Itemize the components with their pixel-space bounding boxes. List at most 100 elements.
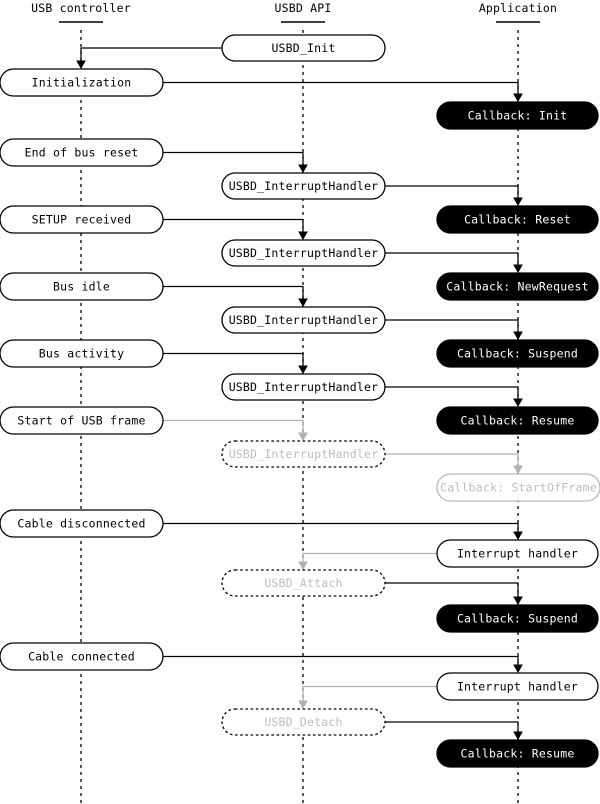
node-setup-received[interactable]: SETUP received: [0, 205, 164, 234]
node-box-cb-resume-1[interactable]: [436, 406, 599, 435]
node-label-cb-suspend-2: Callback: Suspend: [457, 612, 578, 626]
connection-path-c-sof-to-irq5: [163, 419, 304, 440]
node-box-start-usb-frame[interactable]: [0, 406, 164, 435]
node-label-cable-disconnected: Cable disconnected: [17, 517, 145, 531]
node-cb-reset[interactable]: Callback: Reset: [436, 205, 599, 234]
node-usbd-attach[interactable]: USBD_Attach: [221, 569, 386, 597]
connection-c-sof-to-irq5: [163, 419, 308, 442]
arrowhead-c-irq4-to-cbresume-tip: [513, 398, 523, 408]
node-irq-2[interactable]: USBD_InterruptHandler: [221, 239, 386, 267]
connection-path-c-irq2-to-cbnewrequest: [385, 252, 519, 272]
node-label-start-usb-frame: Start of USB frame: [17, 414, 145, 428]
node-usbd-init[interactable]: USBD_Init: [221, 34, 386, 62]
node-box-usbd-init[interactable]: [221, 34, 386, 62]
node-box-int-handler-1[interactable]: [436, 539, 599, 568]
node-box-irq-3[interactable]: [221, 306, 386, 334]
node-box-int-handler-2[interactable]: [436, 672, 599, 701]
arrowhead-c-connected-to-inth2: [513, 664, 523, 674]
arrowhead-c-irq3-to-cbsuspend-tip: [513, 331, 523, 341]
arrowhead-c-irq1-to-cbreset: [513, 197, 523, 207]
node-box-cable-disconnected[interactable]: [0, 509, 164, 538]
arrowhead-c-inth1-to-attach: [298, 561, 308, 571]
node-cb-init[interactable]: Callback: Init: [436, 101, 599, 130]
node-label-setup-received: SETUP received: [32, 213, 132, 227]
arrowhead-c-inth2-to-detach-tip: [298, 700, 308, 710]
arrowhead-c-connected-to-inth2-tip: [513, 664, 523, 674]
node-box-cb-suspend-2[interactable]: [436, 604, 599, 633]
connection-c-detach-to-cbresume2: [385, 721, 523, 741]
connection-path-c-busidle-to-irq3: [163, 285, 304, 306]
connection-c-irq1-to-cbreset: [385, 185, 523, 207]
node-bus-idle[interactable]: Bus idle: [0, 272, 164, 301]
node-usbd-detach[interactable]: USBD_Detach: [221, 708, 386, 736]
arrowhead-c-busidle-to-irq3: [298, 298, 308, 308]
node-box-irq-5[interactable]: [221, 440, 386, 468]
node-box-cb-resume-2[interactable]: [436, 739, 599, 768]
node-box-irq-4[interactable]: [221, 373, 386, 401]
node-cb-suspend-1[interactable]: Callback: Suspend: [436, 339, 599, 368]
node-label-irq-2: USBD_InterruptHandler: [229, 246, 379, 260]
node-box-irq-1[interactable]: [221, 172, 386, 200]
node-initialization[interactable]: Initialization: [0, 68, 164, 97]
node-cable-disconnected[interactable]: Cable disconnected: [0, 509, 164, 538]
node-box-cb-init[interactable]: [436, 101, 599, 130]
connection-c-reset-to-irq1: [163, 151, 308, 174]
node-box-cb-startofframe[interactable]: [436, 473, 600, 502]
node-irq-4[interactable]: USBD_InterruptHandler: [221, 373, 386, 401]
node-box-irq-2[interactable]: [221, 239, 386, 267]
node-box-initialization[interactable]: [0, 68, 164, 97]
node-label-bus-idle: Bus idle: [53, 280, 110, 294]
connection-path-c-irq4-to-cbresume: [385, 386, 519, 406]
arrowhead-c-irq2-to-cbnewrequest: [513, 264, 523, 274]
node-int-handler-1[interactable]: Interrupt handler: [436, 539, 599, 568]
arrowhead-c-busactivity-to-irq4: [298, 365, 308, 375]
node-box-cable-connected[interactable]: [0, 642, 164, 671]
connection-c-inth1-to-attach: [298, 552, 437, 571]
arrowhead-c-disconnected-to-inth1-tip: [513, 531, 523, 541]
column-header-usbd-api: USBD API: [275, 1, 332, 15]
node-cb-resume-2[interactable]: Callback: Resume: [436, 739, 599, 768]
arrowhead-c-init-to-initialization-tip: [76, 60, 86, 70]
node-end-bus-reset[interactable]: End of bus reset: [0, 138, 164, 167]
node-box-end-bus-reset[interactable]: [0, 138, 164, 167]
connection-c-disconnected-to-inth1: [163, 522, 523, 541]
arrowhead-c-irq4-to-cbresume: [513, 398, 523, 408]
node-irq-3[interactable]: USBD_InterruptHandler: [221, 306, 386, 334]
node-box-bus-activity[interactable]: [0, 339, 164, 368]
arrowhead-c-irq5-to-cbsof: [513, 465, 523, 475]
node-irq-5[interactable]: USBD_InterruptHandler: [221, 440, 386, 468]
connection-c-setup-to-irq2: [163, 218, 308, 241]
connection-path-c-irq1-to-cbreset: [385, 185, 519, 205]
arrowhead-c-detach-to-cbresume2-tip: [513, 731, 523, 741]
node-box-cb-newrequest[interactable]: [436, 272, 599, 301]
node-box-setup-received[interactable]: [0, 205, 164, 234]
connection-path-c-irq5-to-cbsof: [385, 453, 519, 473]
arrowhead-c-initialization-to-cbinit: [513, 93, 523, 103]
node-box-usbd-detach[interactable]: [221, 708, 386, 736]
node-label-int-handler-1: Interrupt handler: [457, 547, 578, 561]
node-bus-activity[interactable]: Bus activity: [0, 339, 164, 368]
connection-path-c-initialization-to-cbinit: [163, 81, 519, 101]
connection-c-inth2-to-detach: [298, 685, 437, 710]
node-box-bus-idle[interactable]: [0, 272, 164, 301]
node-label-cb-newrequest: Callback: NewRequest: [446, 280, 588, 294]
node-box-cb-reset[interactable]: [436, 205, 599, 234]
connection-c-irq4-to-cbresume: [385, 386, 523, 408]
node-box-usbd-attach[interactable]: [221, 569, 386, 597]
node-box-cb-suspend-1[interactable]: [436, 339, 599, 368]
node-label-end-bus-reset: End of bus reset: [25, 146, 139, 160]
node-irq-1[interactable]: USBD_InterruptHandler: [221, 172, 386, 200]
node-start-usb-frame[interactable]: Start of USB frame: [0, 406, 164, 435]
arrowhead-c-attach-to-cbsuspend2: [513, 596, 523, 606]
node-cb-resume-1[interactable]: Callback: Resume: [436, 406, 599, 435]
arrowhead-c-busidle-to-irq3-tip: [298, 298, 308, 308]
node-label-initialization: Initialization: [32, 76, 132, 90]
node-cable-connected[interactable]: Cable connected: [0, 642, 164, 671]
connection-path-c-disconnected-to-inth1: [163, 522, 519, 539]
node-cb-newrequest[interactable]: Callback: NewRequest: [436, 272, 599, 301]
node-cb-startofframe[interactable]: Callback: StartOfFrame: [436, 473, 600, 502]
node-cb-suspend-2[interactable]: Callback: Suspend: [436, 604, 599, 633]
node-int-handler-2[interactable]: Interrupt handler: [436, 672, 599, 701]
